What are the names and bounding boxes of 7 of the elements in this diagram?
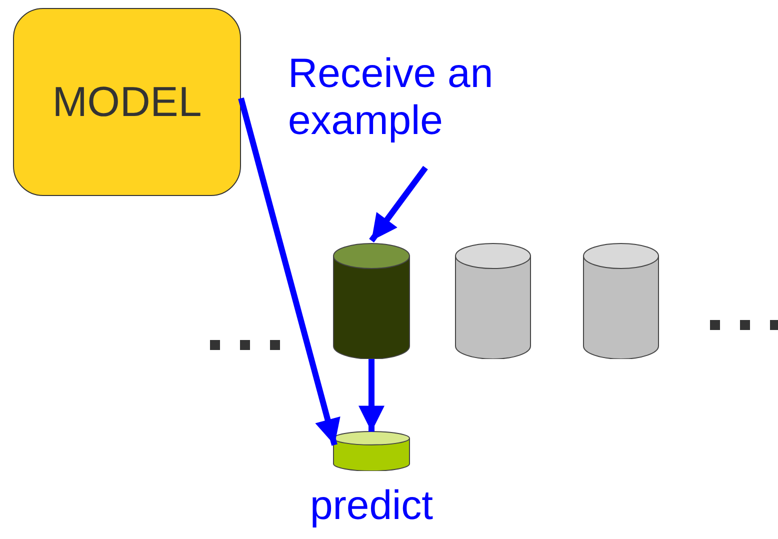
model-box [13, 8, 241, 196]
arrow [238, 97, 340, 446]
node-label: predict [308, 483, 434, 528]
node-label: MODEL [52, 78, 202, 126]
arrow [358, 359, 384, 432]
arrow [369, 166, 428, 242]
callout-text: Receive an example [288, 50, 494, 144]
